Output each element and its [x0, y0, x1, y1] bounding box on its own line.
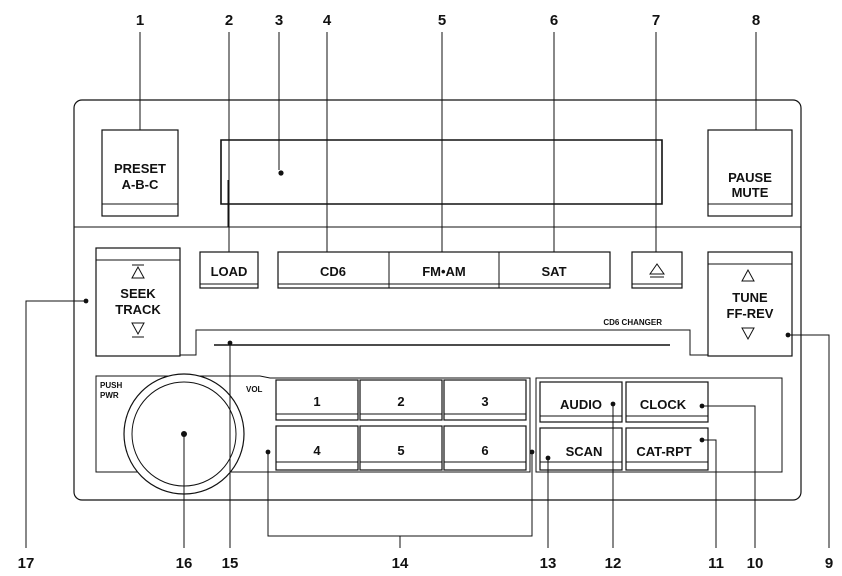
cd6-button[interactable]: CD6 [320, 264, 346, 279]
tune-label-1: TUNE [732, 290, 768, 305]
tune-label-2: FF-REV [727, 306, 774, 321]
preset-abc-label-2: A-B-C [122, 177, 159, 192]
seek-label-2: TRACK [115, 302, 161, 317]
seek-up-triangle-icon [131, 264, 145, 279]
callout-15: 15 [222, 555, 239, 572]
preset-3-label: 3 [481, 394, 488, 409]
push-pwr-label-1: PUSH [100, 381, 122, 390]
callout-17: 17 [18, 555, 35, 572]
load-label: LOAD [211, 264, 248, 279]
tune-ff-rev-button[interactable]: TUNE FF-REV [707, 251, 793, 357]
preset-5-label: 5 [397, 443, 404, 458]
clock-button[interactable]: CLOCK [625, 381, 709, 423]
callout-9: 9 [825, 555, 833, 572]
cd6-label: CD6 [320, 264, 346, 279]
display-window [220, 139, 663, 205]
pause-mute-button[interactable]: PAUSE MUTE [707, 129, 793, 217]
clock-label: CLOCK [640, 397, 687, 412]
callout-7: 7 [652, 12, 660, 29]
callout-12: 12 [605, 555, 622, 572]
fm-am-button[interactable]: FM•AM [422, 264, 466, 279]
preset-button-4[interactable]: 4 [275, 425, 359, 471]
preset-abc-button[interactable]: PRESET A-B-C [101, 129, 179, 217]
push-pwr-label-2: PWR [100, 391, 119, 400]
callout-1: 1 [136, 12, 144, 29]
callout-8: 8 [752, 12, 760, 29]
preset-button-5[interactable]: 5 [359, 425, 443, 471]
audio-button[interactable]: AUDIO [539, 381, 623, 423]
preset-6-label: 6 [481, 443, 488, 458]
sat-button[interactable]: SAT [541, 264, 566, 279]
preset-button-1[interactable]: 1 [275, 379, 359, 421]
preset-button-6[interactable]: 6 [443, 425, 527, 471]
callout-leaders [25, 32, 830, 548]
cd-changer-label: CD6 CHANGER [603, 318, 662, 327]
fm-am-label: FM•AM [422, 264, 466, 279]
callout-6: 6 [550, 12, 558, 29]
scan-button[interactable]: SCAN [539, 427, 623, 471]
vol-label: VOL [246, 385, 263, 394]
cat-rpt-button[interactable]: CAT-RPT [625, 427, 709, 471]
tune-up-triangle-icon [741, 268, 755, 282]
callout-dots [83, 298, 791, 461]
display-dot [278, 170, 284, 176]
callout-3: 3 [275, 12, 283, 29]
preset-2-label: 2 [397, 394, 404, 409]
source-button-strip [277, 251, 611, 289]
tune-down-triangle-icon [741, 327, 755, 341]
callout-13: 13 [540, 555, 557, 572]
scan-label: SCAN [566, 444, 603, 459]
audio-label: AUDIO [560, 397, 602, 412]
preset-4-label: 4 [313, 443, 321, 458]
callout-14: 14 [392, 555, 409, 572]
callout-5: 5 [438, 12, 446, 29]
preset-1-label: 1 [313, 394, 320, 409]
seek-label-1: SEEK [120, 286, 156, 301]
cat-rpt-label: CAT-RPT [636, 444, 691, 459]
callout-10: 10 [747, 555, 764, 572]
callout-16: 16 [176, 555, 193, 572]
pause-mute-label-2: MUTE [732, 185, 769, 200]
eject-button[interactable] [631, 251, 683, 289]
seek-track-button[interactable]: SEEK TRACK [95, 247, 181, 357]
pause-mute-label-1: PAUSE [728, 170, 772, 185]
preset-button-3[interactable]: 3 [443, 379, 527, 421]
seek-down-triangle-icon [131, 322, 145, 338]
preset-button-2[interactable]: 2 [359, 379, 443, 421]
preset-abc-label-1: PRESET [114, 161, 166, 176]
callout-4: 4 [323, 12, 332, 29]
load-button[interactable]: LOAD [199, 251, 259, 289]
callout-2: 2 [225, 12, 233, 29]
cd-slot: CD6 CHANGER [180, 318, 708, 356]
eject-icon [649, 263, 665, 278]
callout-11: 11 [708, 555, 724, 572]
sat-label: SAT [541, 264, 566, 279]
lower-panel [95, 375, 783, 473]
